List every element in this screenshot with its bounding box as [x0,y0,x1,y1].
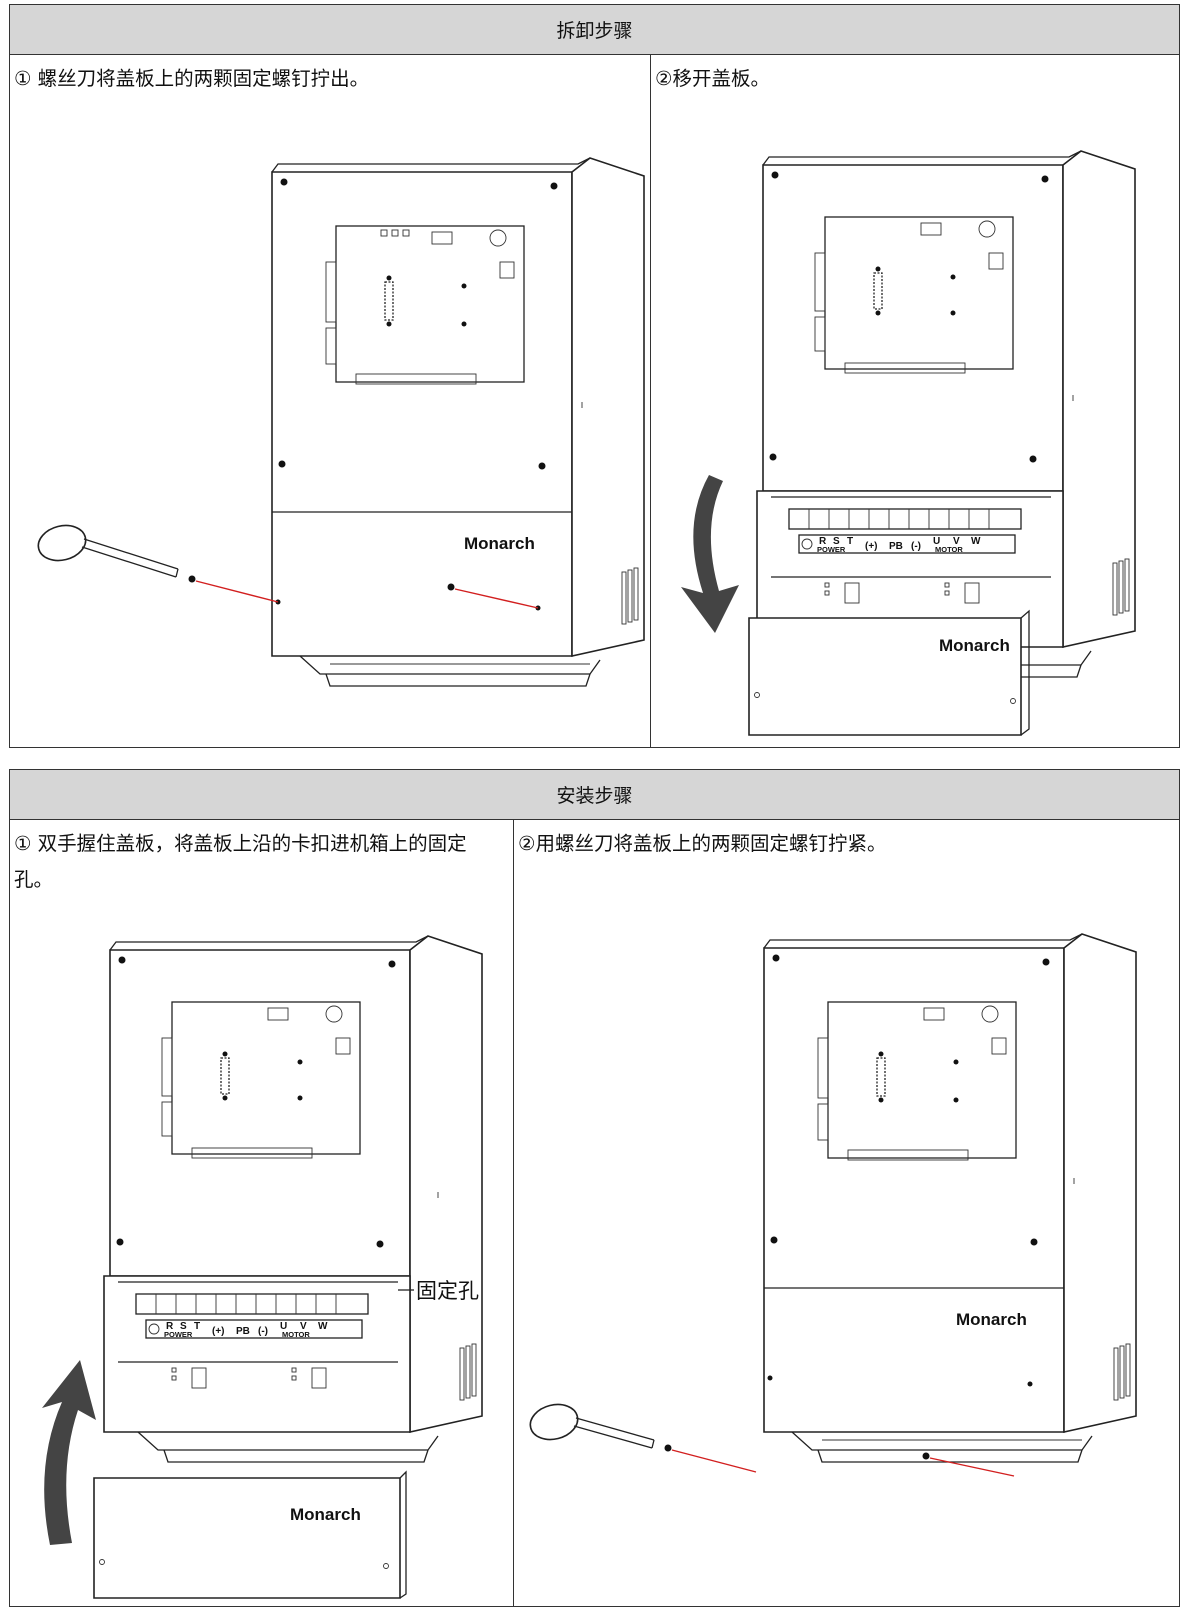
install-header: 安装步骤 [10,770,1179,820]
screwdriver-icon [529,1403,672,1452]
svg-text:(+): (+) [212,1326,225,1337]
svg-text:Monarch: Monarch [956,1310,1027,1329]
install-step2-caption: ②用螺丝刀将盖板上的两颗固定螺钉拧紧。 [518,832,887,855]
install-step1-cell: ① 双手握住盖板，将盖板上沿的卡扣进机箱上的固定孔。 [10,820,514,1607]
fixing-hole-label: 固定孔 [416,1279,479,1303]
svg-text:S: S [833,536,840,547]
svg-text:V: V [300,1321,307,1332]
screwdriver-icon [37,524,196,583]
removed-cover-drawing: Monarch [748,609,1030,736]
inverter-drawing: R S T POWER (+) PB (-) U V W MOTOR [756,150,1136,678]
svg-text:Monarch: Monarch [939,636,1010,655]
svg-text:R: R [166,1321,174,1332]
svg-text:POWER: POWER [164,1330,193,1339]
svg-text:T: T [194,1321,200,1332]
svg-text:POWER: POWER [817,545,846,554]
brand-label: Monarch [464,534,535,553]
removal-step1-cell: ① 螺丝刀将盖板上的两颗固定螺钉拧出。 [10,55,651,748]
removal-header: 拆卸步骤 [10,5,1179,55]
removal-step2-cell: ②移开盖板。 [651,55,1178,748]
inverter-drawing: Monarch [763,933,1137,1463]
svg-text:PB: PB [236,1326,250,1337]
removal-step1-caption: ① 螺丝刀将盖板上的两颗固定螺钉拧出。 [14,67,370,90]
screw-path-left [195,580,279,603]
inverter-drawing: R S T POWER (+) PB (-) U V W MOTOR [103,935,483,1463]
install-step1-diagram: R S T POWER (+) PB (-) U V W MOTOR [42,935,483,1599]
svg-text:(-): (-) [258,1326,268,1337]
screw-path-right [929,1457,1015,1477]
cover-drawing: Monarch [93,1470,407,1599]
svg-text:(+): (+) [865,541,878,552]
arrow-down-icon [681,475,739,633]
svg-text:T: T [847,536,853,547]
svg-text:MOTOR: MOTOR [935,545,963,554]
install-table: 安装步骤 ① 双手握住盖板，将盖板上沿的卡扣进机箱上的固定孔。 [9,769,1180,1607]
inverter-drawing: Monarch [271,157,645,687]
removal-step2-diagram: R S T POWER (+) PB (-) U V W MOTOR [681,150,1136,736]
removal-step2-caption: ②移开盖板。 [655,67,770,90]
svg-text:MOTOR: MOTOR [282,1330,310,1339]
svg-text:U: U [280,1321,287,1332]
svg-text:S: S [180,1321,187,1332]
removal-table: 拆卸步骤 ① 螺丝刀将盖板上的两颗固定螺钉拧出。 [9,4,1180,748]
arrow-up-icon [42,1360,96,1545]
svg-text:W: W [318,1321,328,1332]
svg-text:R: R [819,536,827,547]
svg-text:U: U [933,536,940,547]
svg-text:V: V [953,536,960,547]
screw-path-right [454,588,539,609]
svg-text:Monarch: Monarch [290,1505,361,1524]
install-step1-caption: ① 双手握住盖板，将盖板上沿的卡扣进机箱上的固定孔。 [14,832,467,891]
install-step2-diagram: Monarch [529,933,1137,1477]
svg-text:W: W [971,536,981,547]
screw-path-left [671,1449,757,1473]
removal-step1-diagram: Monarch [37,157,645,687]
svg-text:PB: PB [889,541,903,552]
install-step2-cell: ②用螺丝刀将盖板上的两颗固定螺钉拧紧。 [514,820,1178,1607]
svg-text:(-): (-) [911,541,921,552]
